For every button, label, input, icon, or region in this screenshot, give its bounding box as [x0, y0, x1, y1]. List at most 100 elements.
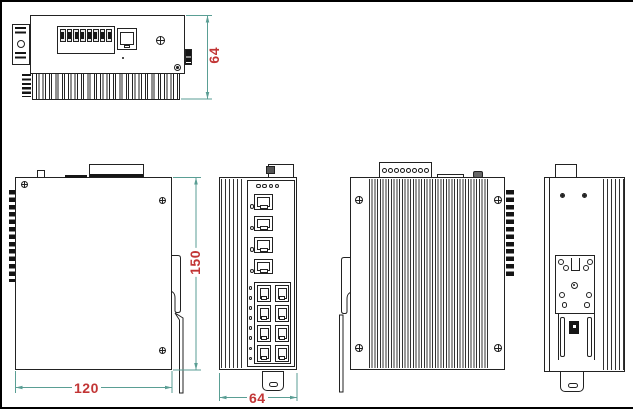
rj45-port	[257, 285, 271, 302]
terminal-screw	[406, 167, 411, 173]
screw-hole	[582, 193, 587, 198]
fin-spring-end	[22, 74, 31, 97]
sfp-led-icon	[249, 268, 254, 273]
screw-icon	[493, 344, 502, 352]
screw-icon	[493, 196, 502, 204]
terminal-screw	[382, 167, 387, 173]
power-terminal-block-rear	[379, 162, 432, 178]
terminal-screw	[99, 29, 106, 42]
console-port	[117, 28, 137, 50]
side-view-body	[15, 177, 172, 370]
sfp-led-icon	[249, 247, 254, 252]
terminal-screw-row	[60, 29, 112, 42]
terminal-screw	[412, 167, 417, 173]
port-led-column	[248, 286, 252, 361]
mounting-tab	[262, 370, 284, 391]
terminal-screw	[418, 167, 423, 173]
bracket-hole	[562, 264, 569, 271]
bracket-hole	[582, 264, 589, 271]
cooling-fins-top	[32, 74, 180, 100]
rj45-port	[275, 345, 289, 362]
rj45-port	[275, 325, 289, 342]
top-slot-band	[65, 175, 87, 178]
dimension-64-top	[181, 15, 212, 100]
heatsink-fins	[369, 179, 490, 368]
mounting-tab	[560, 371, 584, 392]
rj45-port	[257, 345, 271, 362]
status-led-icon	[268, 183, 274, 188]
din-hook-rear	[339, 257, 351, 393]
port-led-icon	[248, 356, 252, 361]
terminal-screw	[73, 29, 79, 42]
screw-icon	[158, 346, 166, 354]
sfp-port-column	[249, 194, 273, 274]
terminal-screw	[79, 29, 86, 42]
port-led-icon	[248, 316, 252, 320]
dimension-label-64-front: 64	[247, 390, 268, 406]
status-led-icon	[262, 183, 267, 188]
side-tab-ridges	[186, 50, 191, 64]
clip-channel-line	[557, 314, 559, 360]
terminal-screw	[93, 29, 99, 42]
sfp-port	[249, 258, 273, 274]
bracket-hole	[558, 258, 564, 265]
terminal-screw-row-rear	[382, 163, 429, 177]
console-port-latch	[124, 44, 130, 48]
status-led-icon	[274, 183, 280, 188]
pinhole	[122, 57, 124, 59]
rj45-port-block	[253, 282, 291, 364]
status-led-icon	[256, 183, 261, 188]
terminal-screw	[388, 167, 393, 173]
rear-vent-slots	[505, 190, 514, 277]
clip-hole	[17, 40, 25, 48]
screw-icon	[158, 196, 166, 204]
mounting-slot	[269, 381, 278, 387]
din-hook-slot	[570, 257, 580, 271]
clip-spring-top	[15, 27, 26, 36]
clip-slot	[587, 317, 592, 357]
terminal-screw	[400, 167, 405, 173]
reset-button-side	[37, 170, 45, 178]
sfp-led-icon	[249, 225, 254, 230]
sfp-led-icon	[249, 204, 254, 209]
terminal-protrusion-right	[555, 164, 577, 178]
rj45-grid	[257, 285, 289, 362]
screw-icon	[570, 281, 578, 289]
screw-icon	[174, 64, 181, 71]
power-terminal-block-top	[57, 26, 115, 54]
rj45-port	[257, 305, 271, 322]
clip-slot	[560, 317, 565, 357]
rear-top-bump	[472, 171, 483, 178]
port-led-icon	[248, 346, 252, 351]
sfp-port	[249, 194, 273, 210]
bracket-hole	[586, 292, 592, 298]
port-led-icon	[248, 336, 252, 340]
terminal-screw	[106, 29, 112, 42]
terminal-screw	[66, 29, 73, 42]
mounting-slot	[567, 382, 578, 388]
right-edge-fins	[603, 179, 624, 370]
rear-top-strip	[437, 174, 464, 178]
sfp-port	[249, 215, 273, 231]
port-led-icon	[248, 326, 252, 330]
din-bracket-plate	[555, 255, 595, 314]
screw-icon	[20, 180, 28, 188]
bracket-hole	[587, 258, 593, 265]
status-led-row	[256, 183, 280, 188]
rj45-port	[275, 285, 289, 302]
clip-channel-line	[593, 314, 595, 360]
console-port-inner	[120, 31, 134, 45]
panel-edge-line	[549, 178, 550, 371]
clip-spring-bottom	[15, 52, 26, 61]
sfp-port	[249, 237, 273, 253]
side-vent-slots	[8, 190, 15, 282]
din-clip-top	[12, 24, 30, 65]
terminal-connector	[266, 165, 275, 174]
terminal-screw	[86, 29, 93, 42]
terminal-protrusion-side	[89, 164, 144, 178]
front-left-fins	[221, 179, 245, 368]
bracket-hole	[559, 292, 565, 298]
terminal-screw	[60, 29, 66, 42]
bracket-hole	[584, 302, 590, 308]
